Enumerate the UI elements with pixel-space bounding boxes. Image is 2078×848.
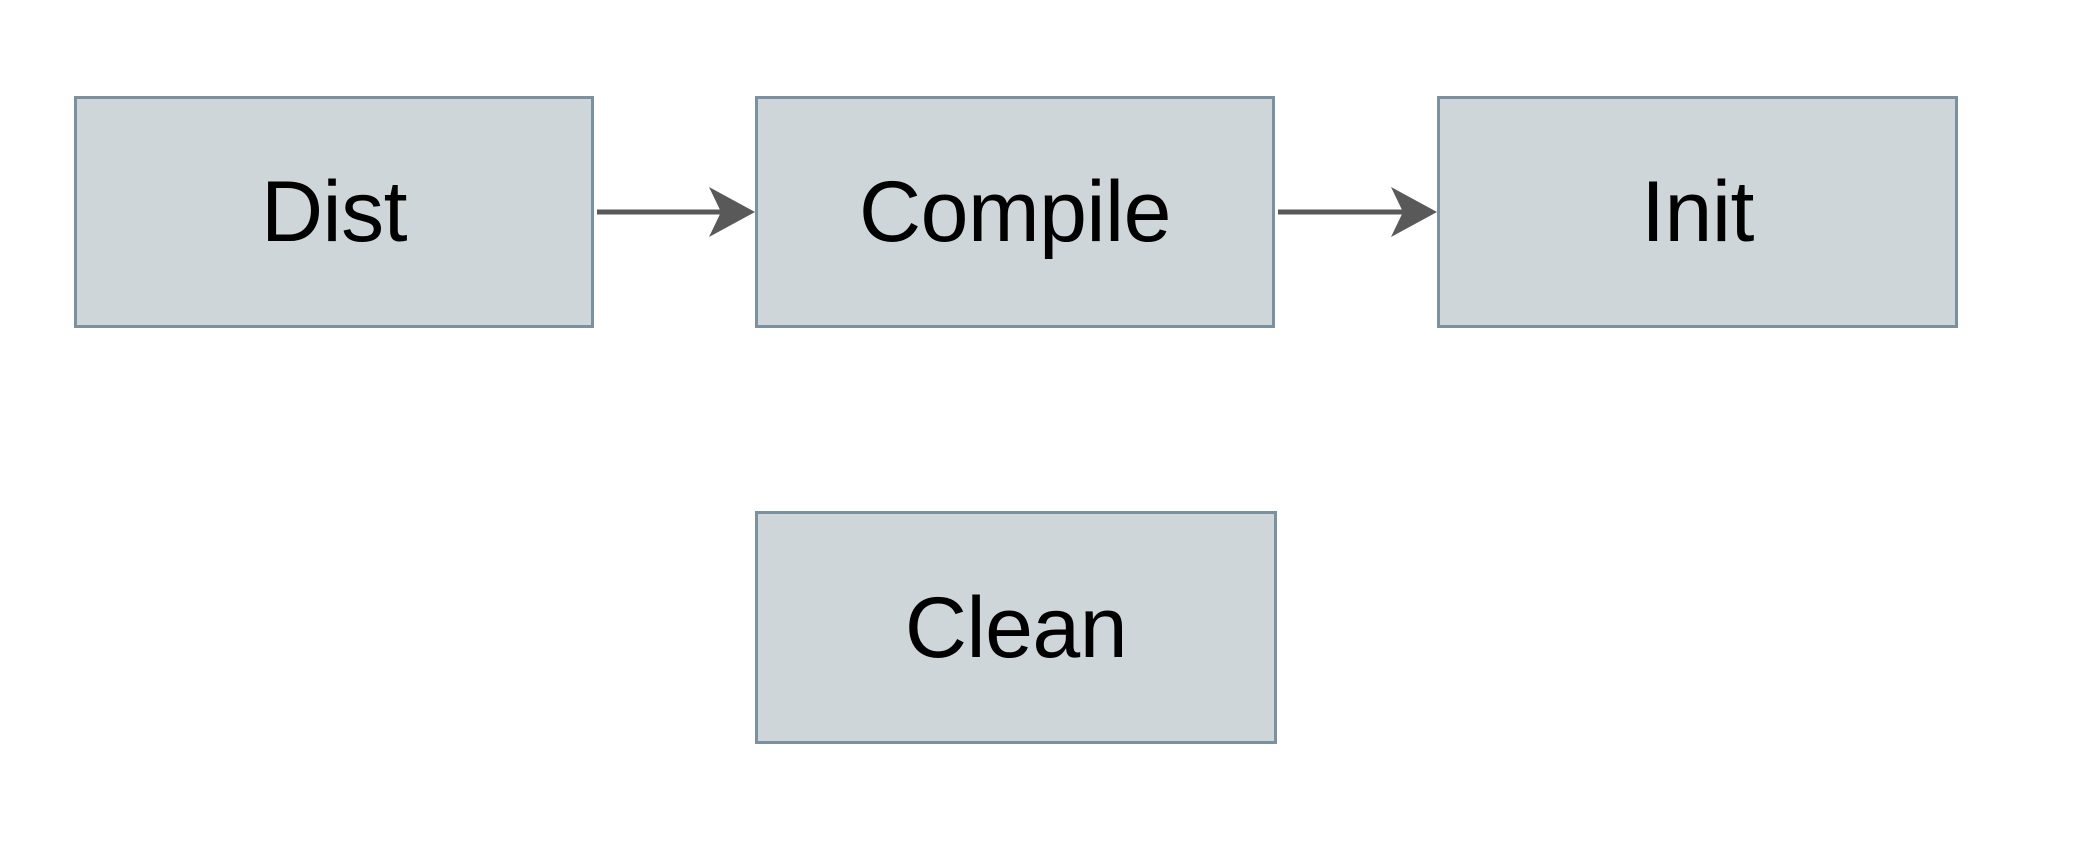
node-compile-label: Compile: [859, 164, 1171, 260]
node-clean[interactable]: Clean: [755, 511, 1277, 744]
node-init-label: Init: [1641, 164, 1754, 260]
node-dist-label: Dist: [260, 164, 408, 260]
node-init[interactable]: Init: [1437, 96, 1958, 328]
edge-compile-to-init[interactable]: [1278, 183, 1437, 241]
node-compile[interactable]: Compile: [755, 96, 1275, 328]
edge-dist-to-compile[interactable]: [597, 183, 755, 241]
node-clean-label: Clean: [904, 579, 1128, 676]
arrow-icon: [597, 187, 755, 237]
arrow-icon: [1278, 187, 1437, 237]
node-dist[interactable]: Dist: [74, 96, 594, 328]
